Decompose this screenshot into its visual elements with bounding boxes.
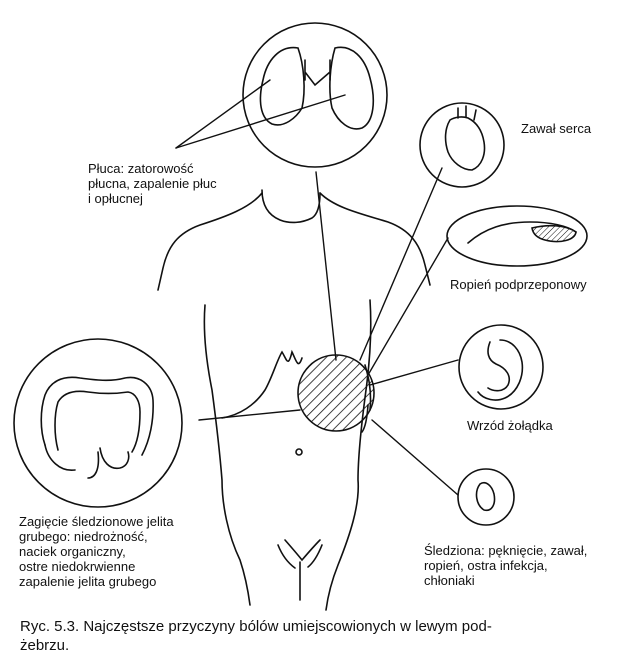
colon-label-line: grubego: niedrożność, — [19, 529, 148, 544]
colon-inset — [13, 338, 183, 508]
figure-caption: Ryc. 5.3. Najczęstsze przyczyny bólów um… — [20, 617, 616, 655]
colon-label-line: Zagięcie śledzionowe jelita — [19, 514, 174, 529]
heart-inset — [419, 102, 505, 188]
colon-label-line: zapalenie jelita grubego — [19, 574, 157, 589]
stomach-label-line: Wrzód żołądka — [467, 418, 553, 433]
torso-outline — [157, 189, 431, 611]
spleen-inset — [457, 468, 515, 526]
lungs-label-line: i opłucnej — [88, 191, 143, 206]
subphrenic-inset — [446, 205, 588, 267]
subphrenic-label-line: Ropień podprzeponowy — [450, 277, 587, 292]
stomach-inset — [458, 324, 544, 410]
colon-label-line: naciek organiczny, — [19, 544, 126, 559]
heart-label: Zawał serca — [521, 121, 591, 136]
lungs-inset — [242, 22, 388, 168]
spleen-label: Śledziona: pęknięcie, zawał, ropień, ost… — [424, 543, 587, 588]
spleen-label-line: chłoniaki — [424, 573, 475, 588]
leader-lines — [175, 79, 459, 496]
lungs-label-line: płucna, zapalenie płuc — [88, 176, 217, 191]
caption-line-1: Ryc. 5.3. Najczęstsze przyczyny bólów um… — [20, 618, 492, 635]
colon-label-line: ostre niedokrwienne — [19, 559, 136, 574]
stomach-label: Wrzód żołądka — [467, 418, 553, 433]
lungs-label: Płuca: zatorowość płucna, zapalenie płuc… — [88, 161, 217, 206]
caption-line-2: żebrzu. — [20, 637, 70, 654]
colon-label: Zagięcie śledzionowe jelita grubego: nie… — [19, 514, 174, 589]
left-hypochondrium-region — [297, 354, 375, 432]
navel — [295, 448, 303, 456]
lungs-label-line: Płuca: zatorowość — [88, 161, 194, 176]
spleen-label-line: ropień, ostra infekcja, — [424, 558, 548, 573]
spleen-label-line: Śledziona: pęknięcie, zawał, — [424, 543, 588, 558]
heart-label-line: Zawał serca — [521, 121, 592, 136]
subphrenic-label: Ropień podprzeponowy — [450, 277, 587, 292]
